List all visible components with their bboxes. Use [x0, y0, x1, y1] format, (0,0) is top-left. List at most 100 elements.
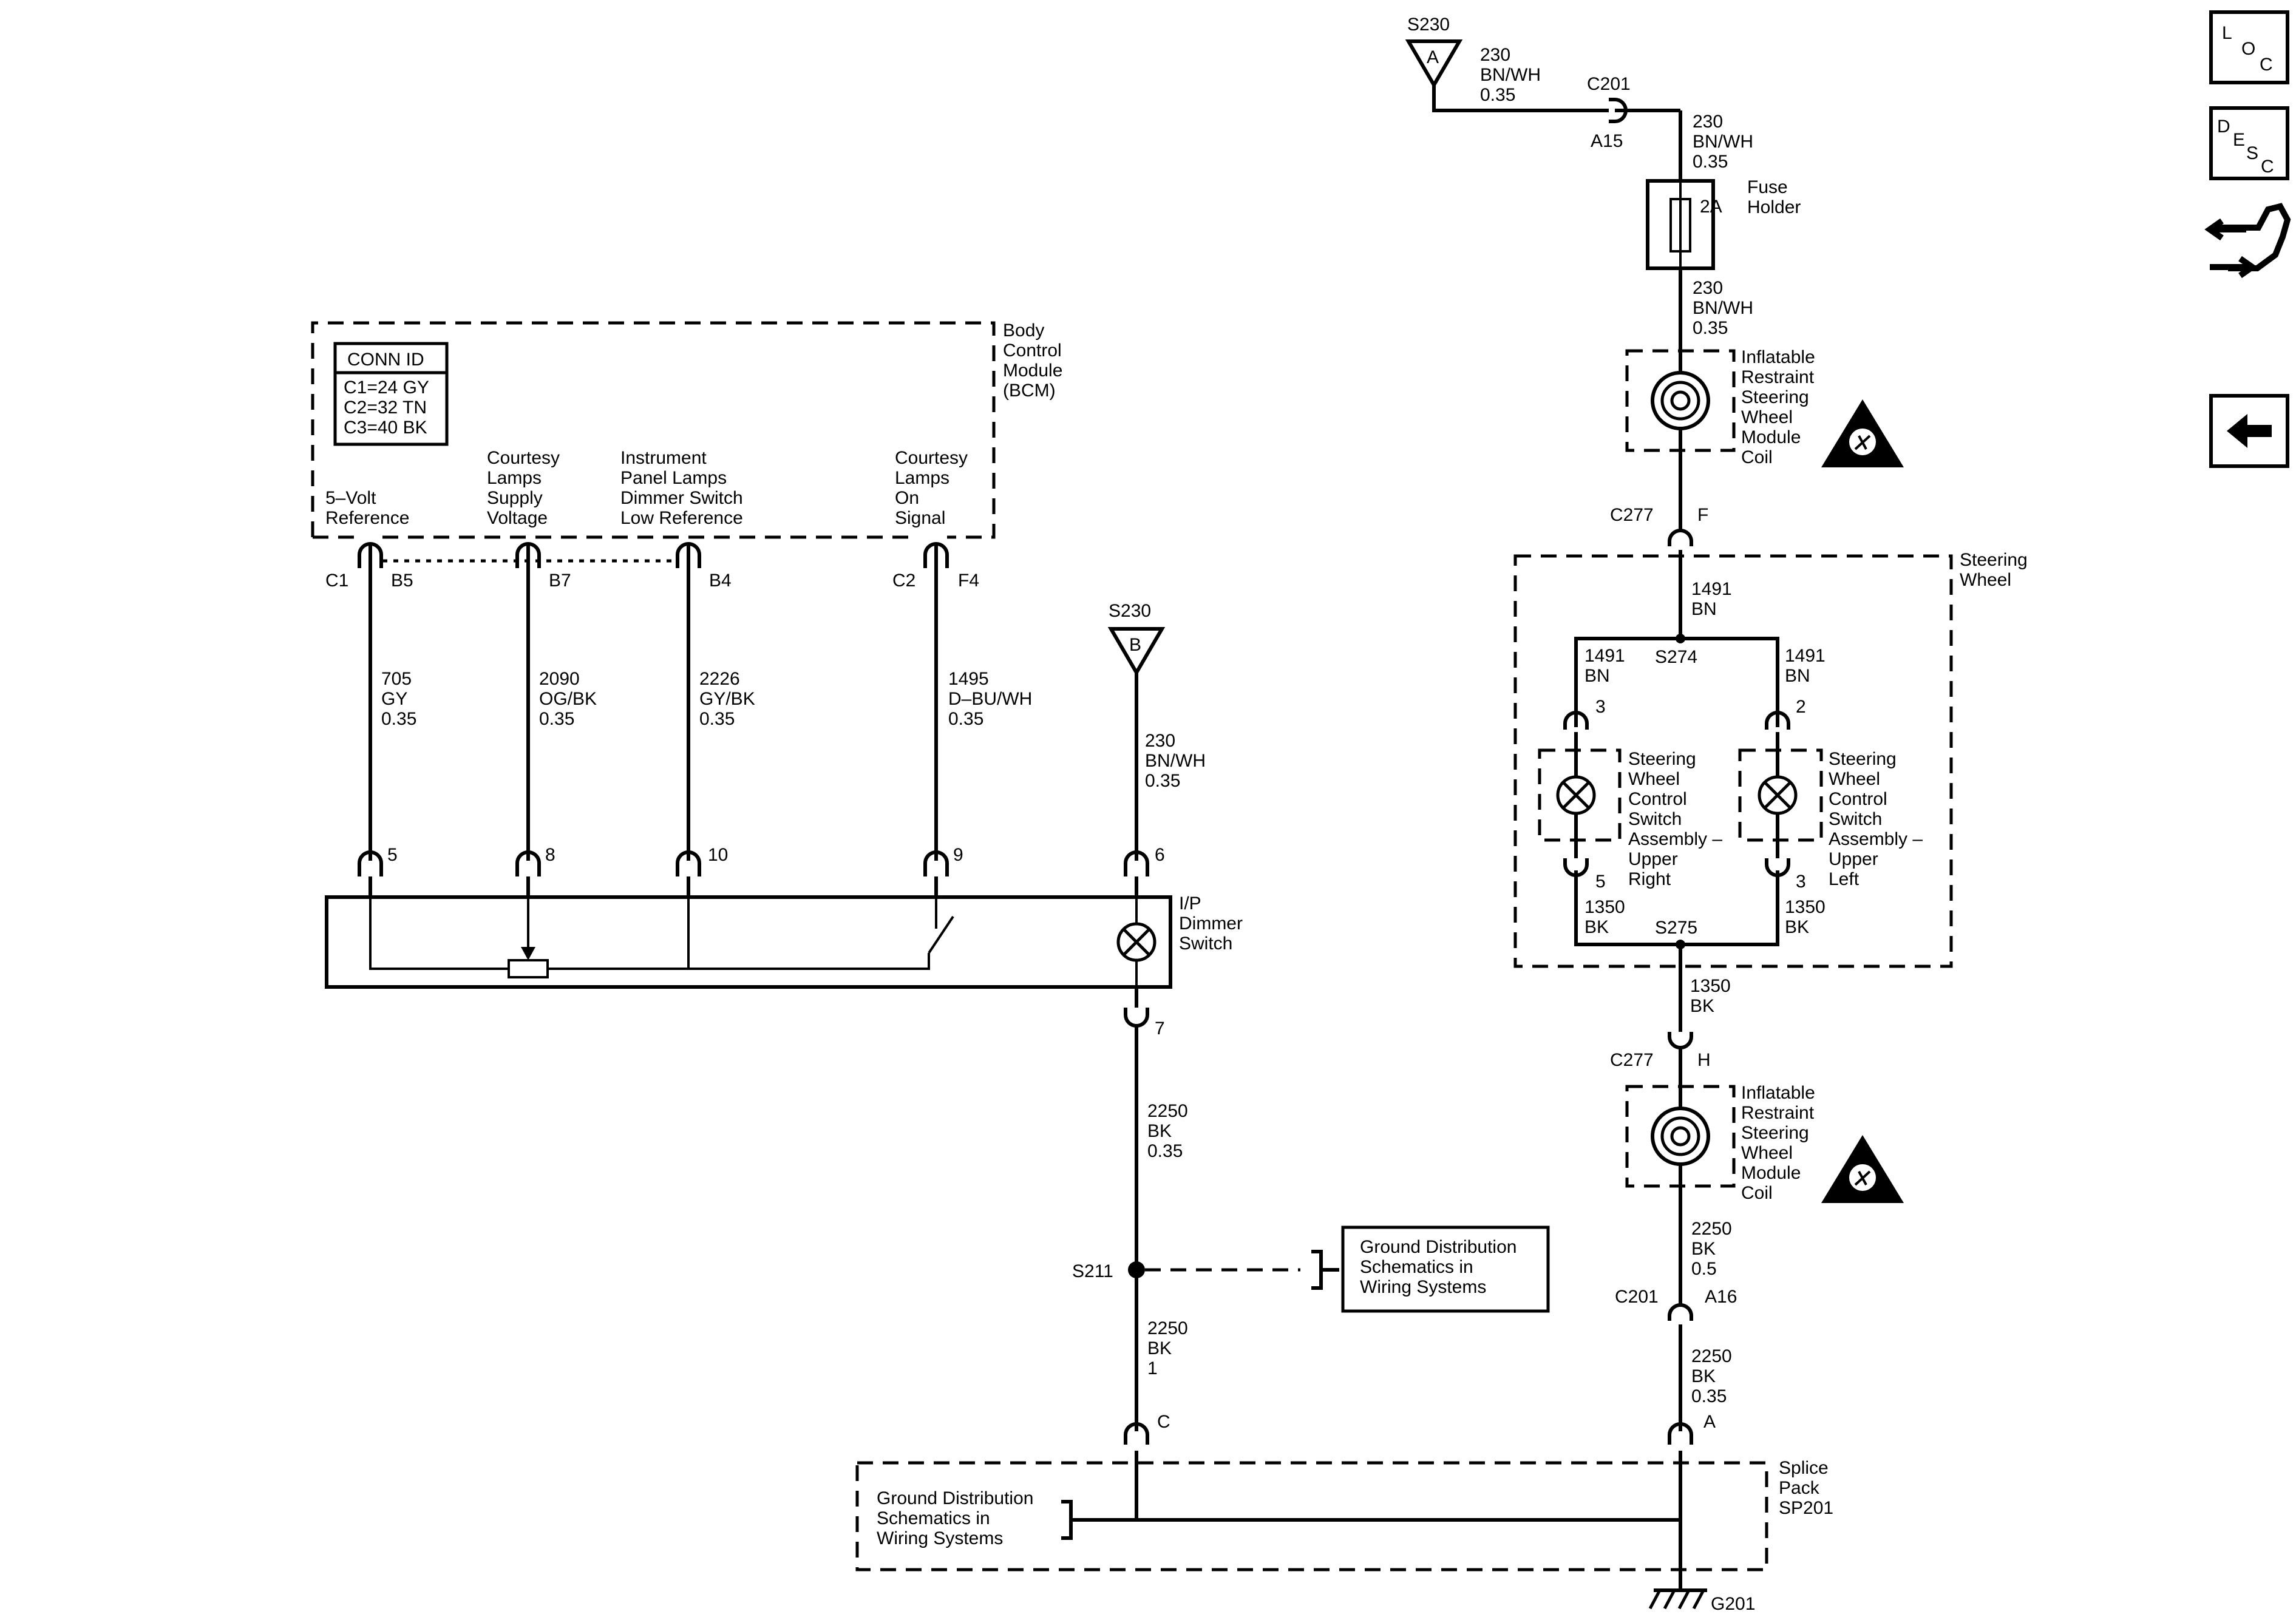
s211-label: S211: [1072, 1261, 1113, 1281]
s230-a-splice: S230 A: [1405, 15, 1463, 89]
svg-text:A: A: [1427, 47, 1439, 67]
svg-text:0.35: 0.35: [699, 709, 735, 729]
svg-text:Reference: Reference: [325, 508, 409, 528]
svg-text:1491: 1491: [1691, 579, 1732, 599]
switch-lamp-left-icon: [1758, 775, 1798, 815]
back-button[interactable]: [2209, 394, 2289, 468]
svg-text:C1=24 GY: C1=24 GY: [344, 378, 429, 398]
svg-text:Courtesy: Courtesy: [895, 448, 968, 468]
dimmer-pin-5: 5: [387, 845, 398, 865]
svg-text:230: 230: [1693, 112, 1723, 132]
conn-id-table: CONN ID C1=24 GY C2=32 TN C3=40 BK: [333, 342, 449, 446]
svg-text:3: 3: [1595, 697, 1606, 717]
svg-text:Fuse: Fuse: [1747, 177, 1788, 197]
bcm-connector-b5: [358, 542, 383, 568]
svg-text:GY: GY: [381, 689, 407, 709]
svg-text:E: E: [2233, 130, 2245, 150]
bcm-label: Body Control Module (BCM): [1003, 320, 1062, 401]
dimmer-connector-9: [923, 850, 949, 897]
bcm-pin-b5: B5: [391, 571, 413, 591]
c277-connector-h: [1668, 1032, 1693, 1086]
svg-text:BK: BK: [1584, 917, 1609, 937]
fuse-holder: 2A Fuse Holder: [1646, 177, 1801, 270]
wire-label-1491-left: 1491 BN: [1584, 646, 1625, 686]
bcm-pin-label-courtesy-supply: Courtesy Lamps Supply Voltage: [487, 448, 560, 528]
svg-text:Lamps: Lamps: [487, 468, 542, 488]
wire-label-230-top: 230 BN/WH 0.35: [1480, 45, 1541, 105]
c201-label-bottom: C201: [1615, 1287, 1659, 1307]
svg-text:D: D: [2217, 117, 2230, 137]
svg-text:Steering: Steering: [1741, 1123, 1809, 1143]
dimmer-connector-8: [515, 850, 541, 897]
svg-text:230: 230: [1145, 731, 1175, 751]
svg-text:Coil: Coil: [1741, 1183, 1773, 1203]
wire-label-705: 705 GY 0.35: [381, 669, 416, 729]
splice-pack-pin-c: C: [1157, 1412, 1170, 1432]
coil-label-lower: Inflatable Restraint Steering Wheel Modu…: [1741, 1083, 1815, 1203]
ground-g201-label: G201: [1711, 1594, 1755, 1614]
svg-text:Low Reference: Low Reference: [620, 508, 743, 528]
splice-pack-ground-distribution-ref[interactable]: Ground Distribution Schematics in Wiring…: [877, 1488, 1033, 1548]
component-locator-icon[interactable]: [2204, 203, 2291, 279]
svg-text:Steering: Steering: [1628, 749, 1696, 769]
clockspring-lower-icon: [1651, 1107, 1710, 1166]
dimmer-pin-10: 10: [708, 845, 728, 865]
svg-text:Body: Body: [1003, 320, 1044, 341]
svg-text:1491: 1491: [1584, 646, 1625, 666]
dimmer-lamp-icon: [1116, 922, 1156, 962]
c277-label-top: C277: [1610, 505, 1654, 525]
svg-text:B: B: [1129, 635, 1141, 655]
switch-assembly-upper-right: 3 5 Steering Wheel Control Switch Assemb…: [1538, 697, 1722, 892]
svg-text:Control: Control: [1829, 789, 1887, 809]
switch-label-upper-right: Steering Wheel Control Switch Assembly –…: [1628, 749, 1722, 889]
s211-ground-distribution-ref[interactable]: Ground Distribution Schematics in Wiring…: [1341, 1225, 1550, 1313]
svg-text:Wiring Systems: Wiring Systems: [877, 1528, 1003, 1548]
svg-text:230: 230: [1693, 278, 1723, 298]
svg-text:CONN ID: CONN ID: [347, 350, 424, 370]
bcm-connector-b7: [515, 542, 541, 568]
desc-button[interactable]: D E S C: [2209, 106, 2289, 180]
svg-text:Module: Module: [1741, 427, 1801, 447]
svg-text:S230: S230: [1407, 15, 1450, 35]
svg-text:Upper: Upper: [1829, 849, 1878, 869]
dimmer-switch-contact: [928, 915, 954, 954]
wire-label-2226: 2226 GY/BK 0.35: [699, 669, 755, 729]
svg-text:1350: 1350: [1584, 897, 1625, 917]
s275-label: S275: [1655, 918, 1697, 938]
svg-text:230: 230: [1480, 45, 1510, 65]
svg-text:BN/WH: BN/WH: [1145, 751, 1206, 771]
svg-text:3: 3: [1796, 872, 1806, 892]
svg-text:0.35: 0.35: [1147, 1141, 1183, 1161]
bcm-pin-b4: B4: [709, 571, 732, 591]
c277-pin-h: H: [1697, 1050, 1711, 1070]
splice-pack-connector-c: [1124, 1422, 1149, 1468]
svg-text:Wheel: Wheel: [1628, 769, 1680, 789]
bcm-pin-f4: F4: [958, 571, 979, 591]
svg-text:2250: 2250: [1147, 1101, 1188, 1121]
dimmer-rheostat: [508, 959, 549, 978]
wire-label-2250-c201: 2250 BK 0.35: [1691, 1346, 1732, 1406]
svg-text:Supply: Supply: [487, 488, 543, 508]
svg-text:C: C: [2260, 55, 2273, 75]
c201-connector-a15: [1609, 98, 1680, 123]
s274-label: S274: [1655, 647, 1697, 667]
c201-pin-a16: A16: [1705, 1287, 1737, 1307]
c201-pin-a15: A15: [1591, 131, 1623, 151]
svg-text:O: O: [2241, 39, 2255, 59]
s230-b-splice: S230 B: [1107, 601, 1166, 676]
svg-text:C: C: [2261, 157, 2274, 177]
svg-text:Holder: Holder: [1747, 197, 1801, 217]
svg-text:Wheel: Wheel: [1829, 769, 1880, 789]
wire-label-230-fuse: 230 BN/WH 0.35: [1693, 278, 1753, 338]
svg-text:BK: BK: [1147, 1121, 1172, 1141]
back-arrow-icon: [2227, 414, 2272, 448]
dimmer-pin-7: 7: [1155, 1019, 1165, 1039]
svg-text:0.35: 0.35: [1693, 318, 1728, 338]
switch-lamp-right-icon: [1556, 775, 1596, 815]
svg-text:Control: Control: [1003, 341, 1062, 361]
loc-button[interactable]: L O C: [2209, 10, 2289, 84]
svg-text:C3=40 BK: C3=40 BK: [344, 418, 427, 438]
svg-text:BN/WH: BN/WH: [1480, 65, 1541, 85]
svg-text:Lamps: Lamps: [895, 468, 949, 488]
